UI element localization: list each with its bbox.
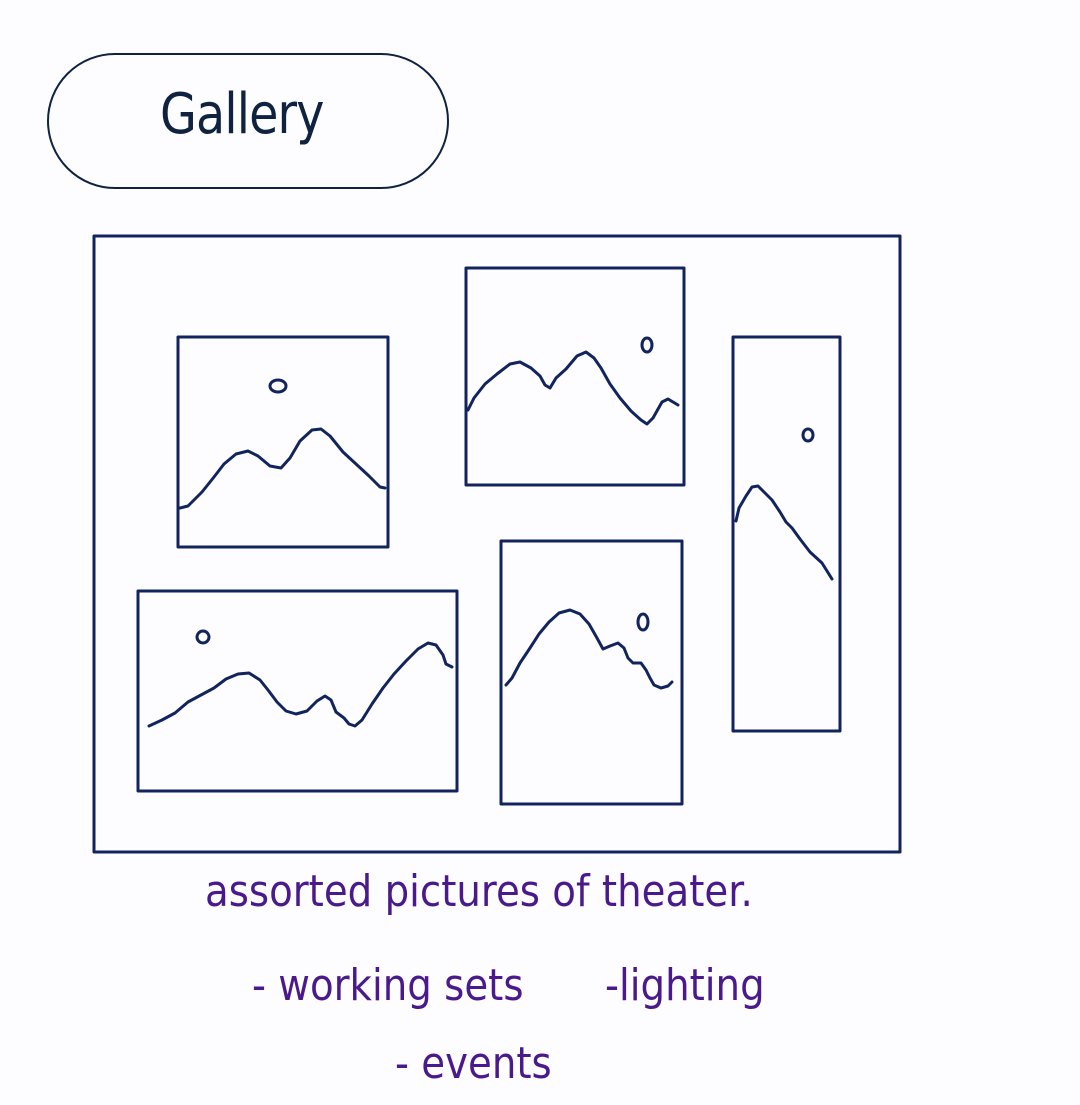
picture-placeholder-1[interactable]: [176, 335, 390, 549]
gallery-title-pill[interactable]: [47, 53, 449, 189]
mountain-icon: [178, 427, 387, 510]
sun-icon: [801, 427, 815, 443]
mountain-icon: [147, 641, 454, 728]
category-working-sets: - working sets: [252, 960, 524, 1011]
picture-placeholder-2[interactable]: [464, 266, 686, 487]
picture-placeholder-5[interactable]: [499, 539, 684, 806]
picture-placeholder-3[interactable]: [731, 335, 842, 733]
category-events: - events: [395, 1038, 552, 1089]
picture-placeholder-4[interactable]: [136, 589, 459, 793]
gallery-container: [92, 234, 902, 854]
sun-icon: [636, 612, 650, 632]
mountain-icon: [734, 484, 834, 581]
mountain-icon: [466, 350, 680, 426]
sun-icon: [195, 629, 211, 645]
category-lighting: -lighting: [605, 960, 765, 1011]
gallery-title: Gallery: [160, 82, 324, 147]
sun-icon: [640, 336, 654, 354]
sun-icon: [268, 378, 288, 394]
gallery-description: assorted pictures of theater.: [205, 866, 753, 917]
mountain-icon: [504, 608, 674, 690]
